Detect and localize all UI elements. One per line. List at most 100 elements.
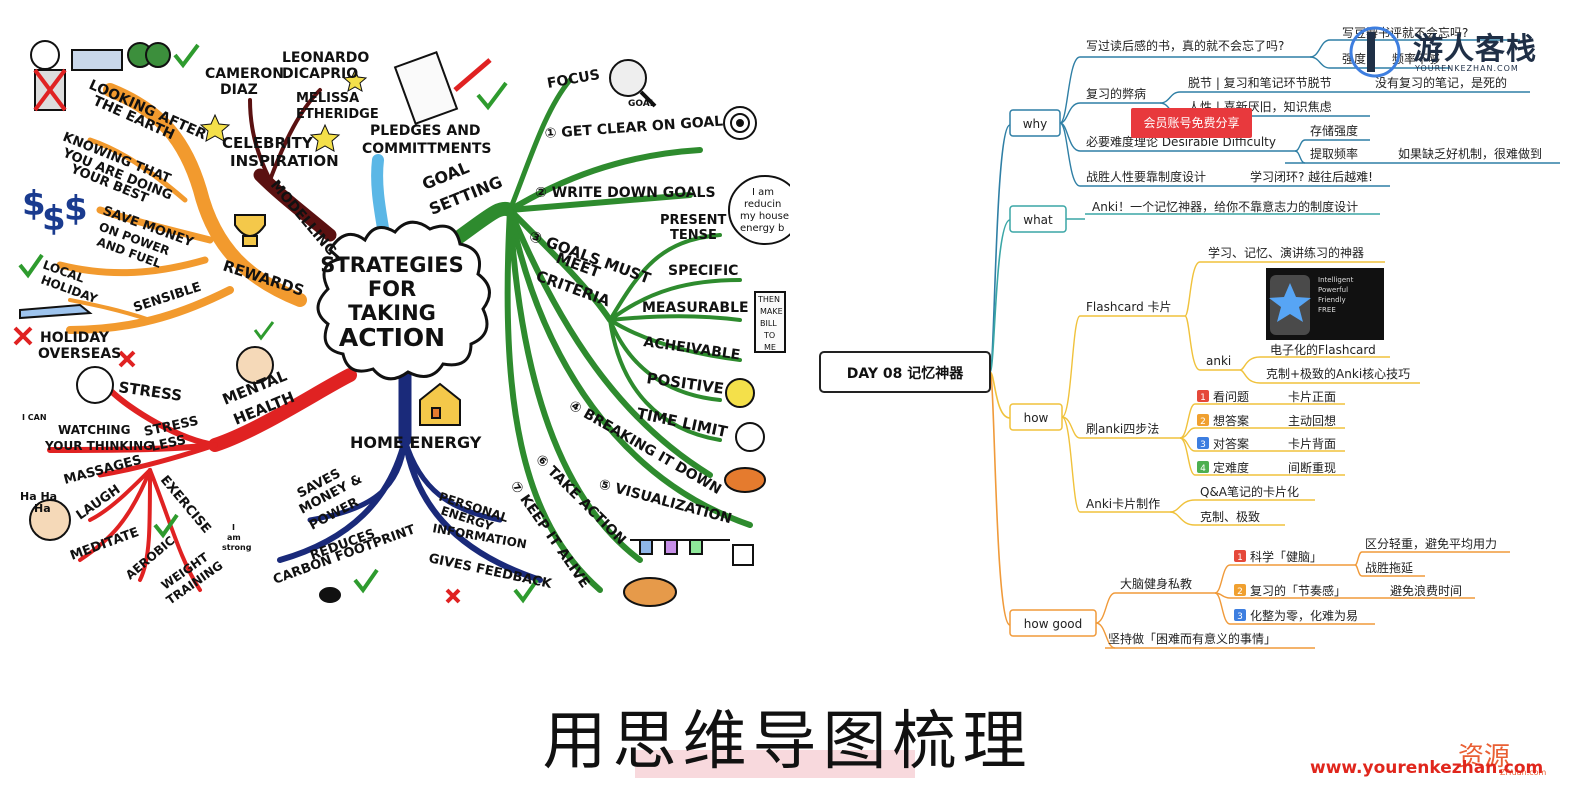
- logo-icon: [1349, 26, 1401, 78]
- svg-text:2: 2: [1200, 417, 1206, 427]
- flashcard-label: Flashcard 卡片: [1086, 300, 1172, 314]
- doodles: $$$: [13, 40, 790, 607]
- check-icon-4: [153, 513, 179, 539]
- label-then-4: TO: [763, 331, 775, 340]
- check-icon-7: [18, 253, 44, 279]
- steps-label: 刷anki四步法: [1086, 422, 1159, 436]
- laughing-face-icon: [29, 499, 71, 541]
- center-line-3: TAKING: [348, 301, 436, 325]
- why-item-1: 写过读后感的书，真的就不会忘了吗?: [1086, 38, 1284, 53]
- watermark-url-bottom[interactable]: www.yourenkezhan.com: [1310, 758, 1544, 778]
- anki-star-icon: [1269, 283, 1311, 322]
- svg-text:4: 4: [1200, 464, 1206, 474]
- why-item-2-sub-2: 没有复习的笔记，是死的: [1375, 75, 1507, 90]
- check-icon-6: [513, 578, 539, 604]
- svg-text:化整为零，化难为易: 化整为零，化难为易: [1250, 608, 1358, 623]
- watermark-url-top: YOURENKEZHAN.COM: [1415, 64, 1519, 73]
- label-i-am-strong-3: strong: [222, 543, 252, 552]
- label-write-down: ② WRITE DOWN GOALS: [535, 185, 716, 201]
- card-line-1: Intelligent: [1318, 276, 1354, 284]
- svg-text:主动回想: 主动回想: [1288, 413, 1336, 428]
- center-line-1: STRATEGIES: [320, 253, 463, 277]
- svg-text:$: $: [64, 189, 88, 229]
- cross-icon: [13, 326, 33, 346]
- paper-icon: [393, 51, 492, 125]
- trees-icon: [127, 42, 171, 68]
- label-dicaprio: DICAPRIO: [282, 66, 358, 82]
- svg-text:战胜拖延: 战胜拖延: [1365, 560, 1413, 575]
- center-line-4: ACTION: [339, 323, 445, 352]
- svg-text:间断重现: 间断重现: [1288, 460, 1336, 475]
- magnifier-icon: [609, 59, 657, 108]
- card-line-4: FREE: [1318, 306, 1336, 314]
- step-3: 3 对答案 卡片背面: [1197, 436, 1336, 451]
- make-label: Anki卡片制作: [1086, 497, 1160, 511]
- card-line-2: Powerful: [1318, 286, 1348, 294]
- check-icon-1: [173, 43, 200, 69]
- step-4: 4 定难度 间断重现: [1197, 460, 1336, 475]
- svg-text:卡片背面: 卡片背面: [1288, 437, 1336, 451]
- label-diaz: DIAZ: [220, 82, 258, 98]
- root-node[interactable]: DAY 08 记忆神器: [819, 351, 991, 393]
- label-etheridge: ETHERIDGE: [296, 107, 379, 122]
- dog-icon: [623, 577, 677, 607]
- check-icon-2: [476, 81, 508, 111]
- label-i-am-strong-2: am: [227, 533, 241, 542]
- orange-branch: [103, 83, 307, 307]
- svg-text:1: 1: [1237, 553, 1243, 563]
- left-mind-map: STRATEGIES FOR TAKING ACTION $$$: [13, 40, 790, 607]
- branch-lines: [47, 77, 753, 593]
- label-bubble-3: my house: [740, 211, 789, 222]
- stressed-face-icon: [76, 366, 114, 404]
- label-then-5: ME: [764, 343, 776, 352]
- label-pledges-2: COMMITTMENTS: [362, 141, 492, 157]
- note-icon: [754, 291, 786, 353]
- svg-text:3: 3: [1237, 612, 1243, 622]
- svg-text:定难度: 定难度: [1213, 460, 1249, 475]
- label-present: PRESENT: [660, 213, 727, 228]
- label-melissa: MELISSA: [296, 91, 359, 106]
- flashcard-caption: 电子化的Flashcard: [1270, 342, 1376, 357]
- watermark-logo: 游人客栈 YOURENKEZHAN.COM: [1345, 22, 1545, 82]
- anki-desc: 克制+极致的Anki核心技巧: [1266, 366, 1410, 381]
- anki-label: anki: [1206, 354, 1231, 368]
- label-celebrity-2: INSPIRATION: [230, 152, 339, 170]
- why-item-1-sub-2: 强度: [1342, 51, 1366, 66]
- label-watching-1: WATCHING: [58, 423, 130, 437]
- coach-label: 大脑健身私教: [1120, 576, 1192, 591]
- laundry-icon: [630, 539, 754, 566]
- why-label: why: [1023, 117, 1048, 131]
- label-haha-2: Ha: [34, 502, 51, 515]
- flashcard-desc: 学习、记忆、演讲练习的神器: [1208, 245, 1364, 260]
- svg-text:看问题: 看问题: [1213, 390, 1249, 404]
- why-item-3-sub-2: 提取频率: [1310, 146, 1358, 161]
- right-mind-map: DAY 08 记忆神器 why 写过读后感的书，真的就: [819, 25, 1560, 649]
- share-badge[interactable]: 会员账号免费分享: [1131, 108, 1252, 138]
- svg-text:区分轻重，避免平均用力: 区分轻重，避免平均用力: [1365, 536, 1497, 551]
- check-icon-5: [253, 321, 275, 341]
- footprint-icon: [319, 587, 341, 603]
- step-2: 2 想答案 主动回想: [1197, 413, 1336, 428]
- cross-icon-3: [445, 588, 461, 604]
- label-watching-2: YOUR THINKING: [44, 439, 153, 453]
- label-i-am-strong-1: I: [232, 523, 235, 532]
- trophy-icon: [234, 214, 266, 247]
- svg-text:$: $: [42, 199, 66, 239]
- svg-text:对答案: 对答案: [1213, 436, 1249, 451]
- svg-text:1: 1: [1200, 393, 1206, 403]
- svg-text:卡片正面: 卡片正面: [1288, 390, 1336, 404]
- label-then-3: BILL: [760, 319, 777, 328]
- cross-icon-2: [118, 350, 136, 368]
- how-good-branch: how good 大脑健身私教 1 科学「健脑」 区分轻重，避免平均用力 战胜拖…: [1009, 536, 1510, 649]
- card-line-3: Friendly: [1318, 296, 1346, 304]
- label-stress-less-2: LESS: [150, 433, 188, 455]
- label-bubble-1: I am: [752, 187, 774, 198]
- svg-text:$: $: [22, 184, 46, 224]
- label-holiday-overseas-1: HOLIDAY: [40, 330, 110, 346]
- how-label: how: [1024, 411, 1049, 425]
- central-cloud: [316, 220, 491, 381]
- step-1: 1 看问题 卡片正面: [1197, 390, 1336, 404]
- page-caption: 用思维导图梳理: [542, 705, 1033, 779]
- what-item: Anki！一个记忆神器，给你不靠意志力的制度设计: [1092, 199, 1358, 214]
- center-line-2: FOR: [368, 277, 416, 301]
